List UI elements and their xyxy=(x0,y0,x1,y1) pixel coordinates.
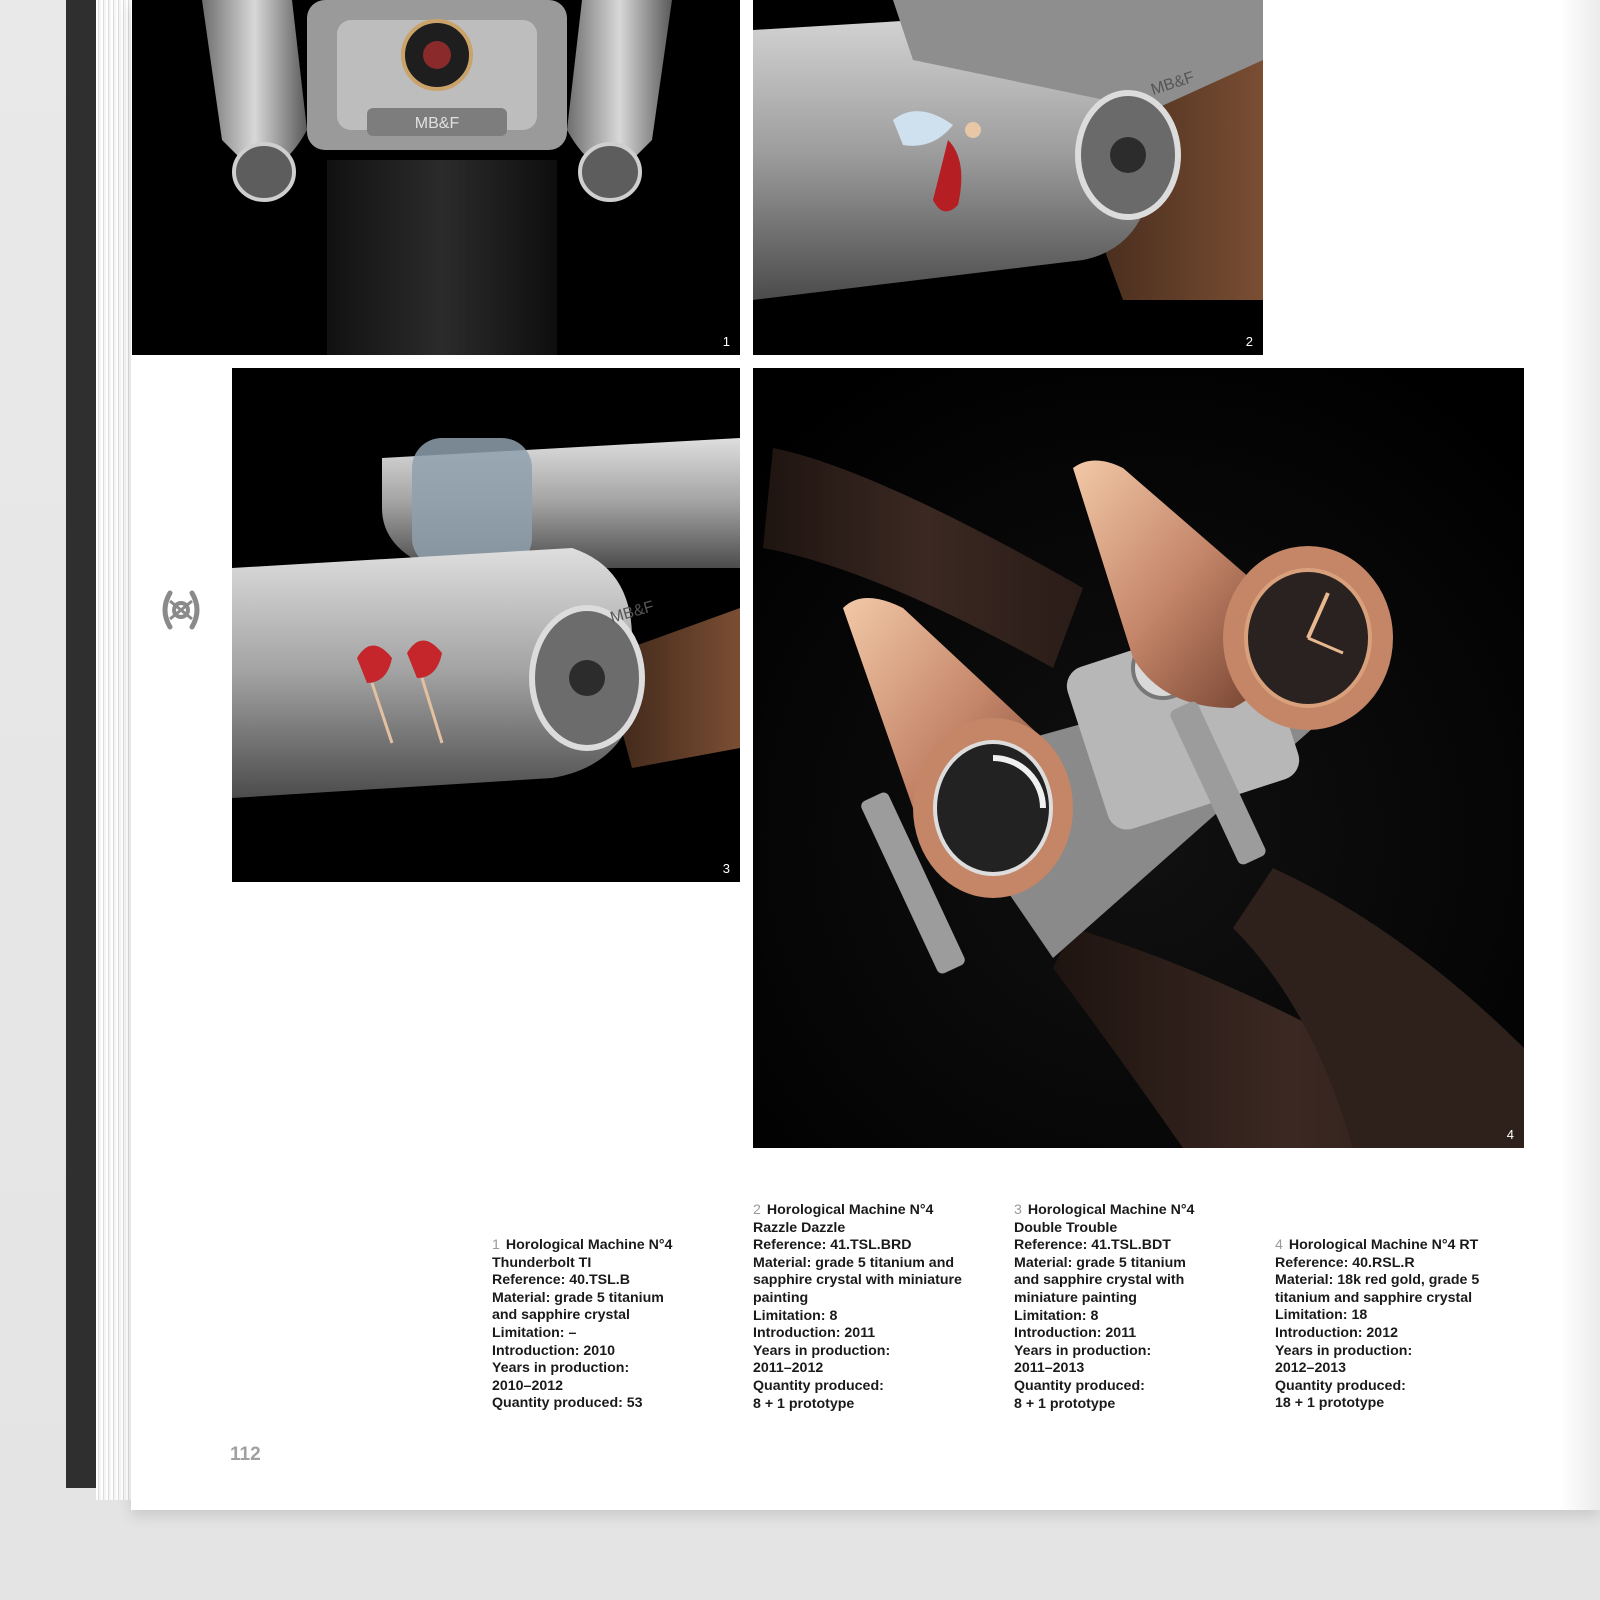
caption-line: and sapphire crystal xyxy=(492,1307,630,1324)
caption-line: painting xyxy=(753,1289,809,1306)
caption-number: 2 xyxy=(753,1202,761,1218)
caption-title: Horological Machine N°4 RT xyxy=(1288,1237,1479,1253)
photo-number: 1 xyxy=(722,334,730,349)
photo-1: MB&F 1 xyxy=(132,0,740,355)
caption-line: Double Trouble xyxy=(1014,1219,1118,1236)
caption-line: 2011–2013 xyxy=(1014,1360,1085,1377)
caption-line: Reference: 41.TSL.BRD xyxy=(753,1237,912,1254)
caption-line: Material: grade 5 titanium xyxy=(1014,1254,1186,1271)
svg-text:MB&F: MB&F xyxy=(415,115,460,132)
caption-line: 18 + 1 prototype xyxy=(1275,1395,1385,1412)
page-stack-edge xyxy=(96,0,132,1500)
caption-line: Years in production: xyxy=(1275,1342,1413,1359)
caption-title: Horological Machine N°4 xyxy=(1027,1202,1195,1218)
caption-4: 4 Horological Machine N°4 RT Reference: 4… xyxy=(1275,1237,1479,1413)
caption-line: Quantity produced: xyxy=(1014,1377,1145,1394)
book-spine xyxy=(66,0,96,1488)
caption-line: Quantity produced: xyxy=(1275,1377,1406,1394)
caption-line: Years in production: xyxy=(1014,1342,1152,1359)
caption-line: Introduction: 2011 xyxy=(753,1325,876,1342)
caption-line: Limitation: – xyxy=(492,1324,577,1341)
caption-line: Limitation: 18 xyxy=(1275,1307,1368,1324)
watch-hm4-razzle-dazzle-image: MB&F xyxy=(753,0,1263,300)
caption-line: Material: grade 5 titanium xyxy=(492,1289,664,1306)
caption-line: 2010–2012 xyxy=(492,1377,564,1394)
caption-line: Quantity produced: 53 xyxy=(492,1395,643,1412)
photo-number: 4 xyxy=(1506,1127,1514,1142)
caption-line: Introduction: 2011 xyxy=(1014,1325,1137,1342)
watch-hm4-double-trouble-image: MB&F xyxy=(232,438,740,798)
photo-3: MB&F 3 xyxy=(232,368,740,882)
caption-line: 2011–2012 xyxy=(753,1360,824,1377)
caption-number: 4 xyxy=(1275,1237,1283,1253)
caption-line: Reference: 40.RSL.R xyxy=(1275,1254,1415,1271)
caption-line: Reference: 40.TSL.B xyxy=(492,1272,630,1289)
caption-line: Limitation: 8 xyxy=(1014,1307,1099,1324)
caption-line: Material: grade 5 titanium and xyxy=(753,1254,955,1271)
watch-hm4-thunderbolt-image: MB&F xyxy=(202,0,672,355)
caption-line: Introduction: 2012 xyxy=(1275,1324,1398,1341)
photo-4: 4 xyxy=(753,368,1524,1148)
caption-line: Years in production: xyxy=(492,1360,630,1377)
mbf-battle-axe-emblem-icon xyxy=(162,590,200,630)
caption-number: 3 xyxy=(1014,1202,1022,1218)
photo-2: MB&F 2 xyxy=(753,0,1263,355)
caption-2: 2 Horological Machine N°4 Razzle Dazzle R… xyxy=(753,1202,962,1413)
caption-number: 1 xyxy=(492,1237,500,1253)
photo-number: 3 xyxy=(722,861,730,876)
caption-title: Horological Machine N°4 xyxy=(766,1202,934,1218)
caption-line: Material: 18k red gold, grade 5 xyxy=(1275,1272,1480,1289)
caption-title: Horological Machine N°4 xyxy=(505,1237,673,1253)
caption-line: 8 + 1 prototype xyxy=(753,1395,855,1412)
caption-line: sapphire crystal with miniature xyxy=(753,1272,962,1289)
caption-line: Quantity produced: xyxy=(753,1377,884,1394)
watch-hm4-rt-image xyxy=(753,368,1524,1148)
caption-line: Limitation: 8 xyxy=(753,1307,838,1324)
caption-line: Years in production: xyxy=(753,1342,891,1359)
caption-line: miniature painting xyxy=(1014,1289,1137,1306)
caption-line: 8 + 1 prototype xyxy=(1014,1395,1116,1412)
caption-line: Thunderbolt TI xyxy=(492,1254,592,1271)
caption-line: Introduction: 2010 xyxy=(492,1342,615,1359)
page-number: 112 xyxy=(230,1444,261,1465)
caption-line: titanium and sapphire crystal xyxy=(1275,1289,1473,1306)
caption-line: Reference: 41.TSL.BDT xyxy=(1014,1237,1171,1254)
caption-line: 2012–2013 xyxy=(1275,1360,1347,1377)
photo-number: 2 xyxy=(1245,334,1253,349)
caption-line: and sapphire crystal with xyxy=(1014,1272,1185,1289)
caption-line: Razzle Dazzle xyxy=(753,1219,846,1236)
